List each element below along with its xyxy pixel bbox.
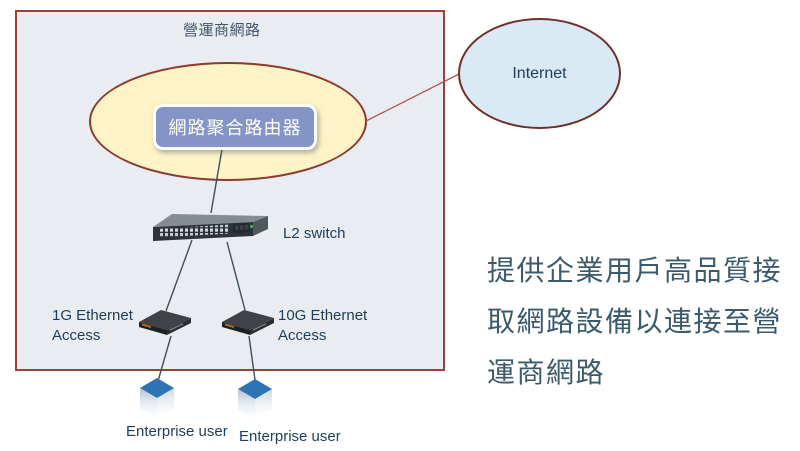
carrier-network-title: 營運商網路 [183, 22, 261, 39]
l2-switch-label: L2 switch [283, 225, 346, 242]
access-1g-icon [139, 310, 191, 335]
aggregation-router-box: 網路聚合路由器 [153, 104, 317, 150]
enterprise-user-left-label: Enterprise user [126, 423, 228, 440]
description-text: 提供企業用戶高品質接取網路設備以連接至營運商網路 [487, 255, 783, 388]
enterprise-user-right-icon [238, 379, 272, 419]
enterprise-user-left-icon [140, 378, 174, 418]
enterprise-user-right-label: Enterprise user [239, 428, 341, 445]
internet-label: Internet [512, 64, 567, 82]
access-1g-label: 1G Ethernet Access [52, 307, 133, 344]
aggregation-router-label: 網路聚合路由器 [168, 118, 302, 138]
access-10g-icon [222, 310, 274, 335]
l2-switch-icon [153, 214, 268, 241]
internet-ellipse: Internet [458, 18, 621, 129]
access-10g-label: 10G Ethernet Access [278, 307, 368, 344]
